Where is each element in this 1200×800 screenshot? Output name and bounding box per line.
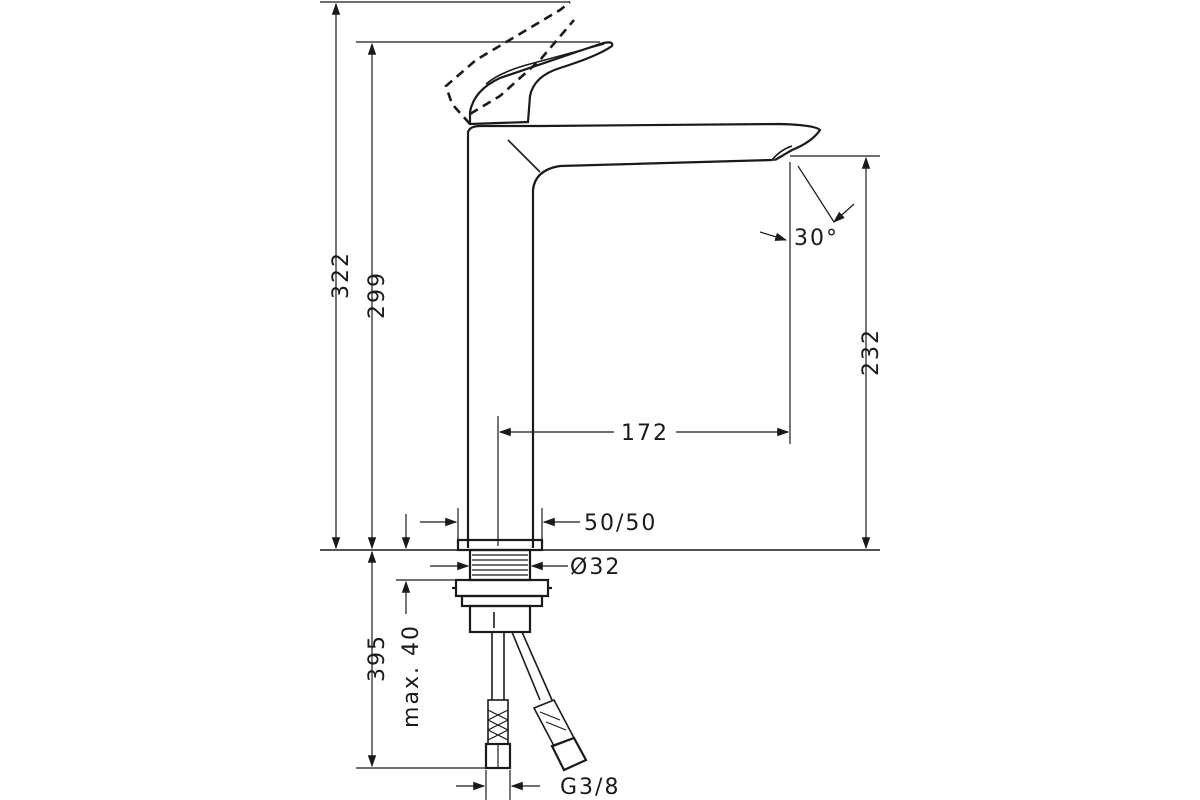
under-counter-label: 395: [365, 634, 390, 682]
spray-angle-label: 30°: [794, 226, 839, 251]
lever-handle: [444, 0, 614, 126]
faucet-body: [466, 122, 822, 548]
dimension-overall-height: 322: [320, 1, 570, 550]
base-width-label: 50/50: [584, 511, 657, 536]
lever-height-label: 299: [365, 271, 390, 319]
dimension-spray-angle: 30°: [759, 165, 855, 251]
dimension-lever-height: 299: [356, 41, 600, 550]
hole-diameter-label: Ø32: [570, 555, 621, 580]
dimension-counter-thickness: max. 40: [396, 579, 456, 728]
dimension-outlet-height: 232: [790, 155, 884, 550]
overall-height-label: 322: [329, 251, 354, 299]
dimension-connection-thread: G3/8: [456, 770, 620, 800]
dimension-under-counter: 395: [356, 550, 486, 769]
connection-thread-label: G3/8: [560, 775, 620, 800]
mounting-assembly: [452, 538, 588, 772]
spout-reach-label: 172: [621, 421, 669, 446]
counter-thickness-label: max. 40: [399, 624, 424, 728]
outlet-height-label: 232: [859, 328, 884, 376]
dimension-base-width: 50/50: [420, 508, 657, 540]
dimension-hole-diameter: Ø32: [430, 555, 621, 580]
dimension-spout-reach: 172: [497, 162, 791, 546]
